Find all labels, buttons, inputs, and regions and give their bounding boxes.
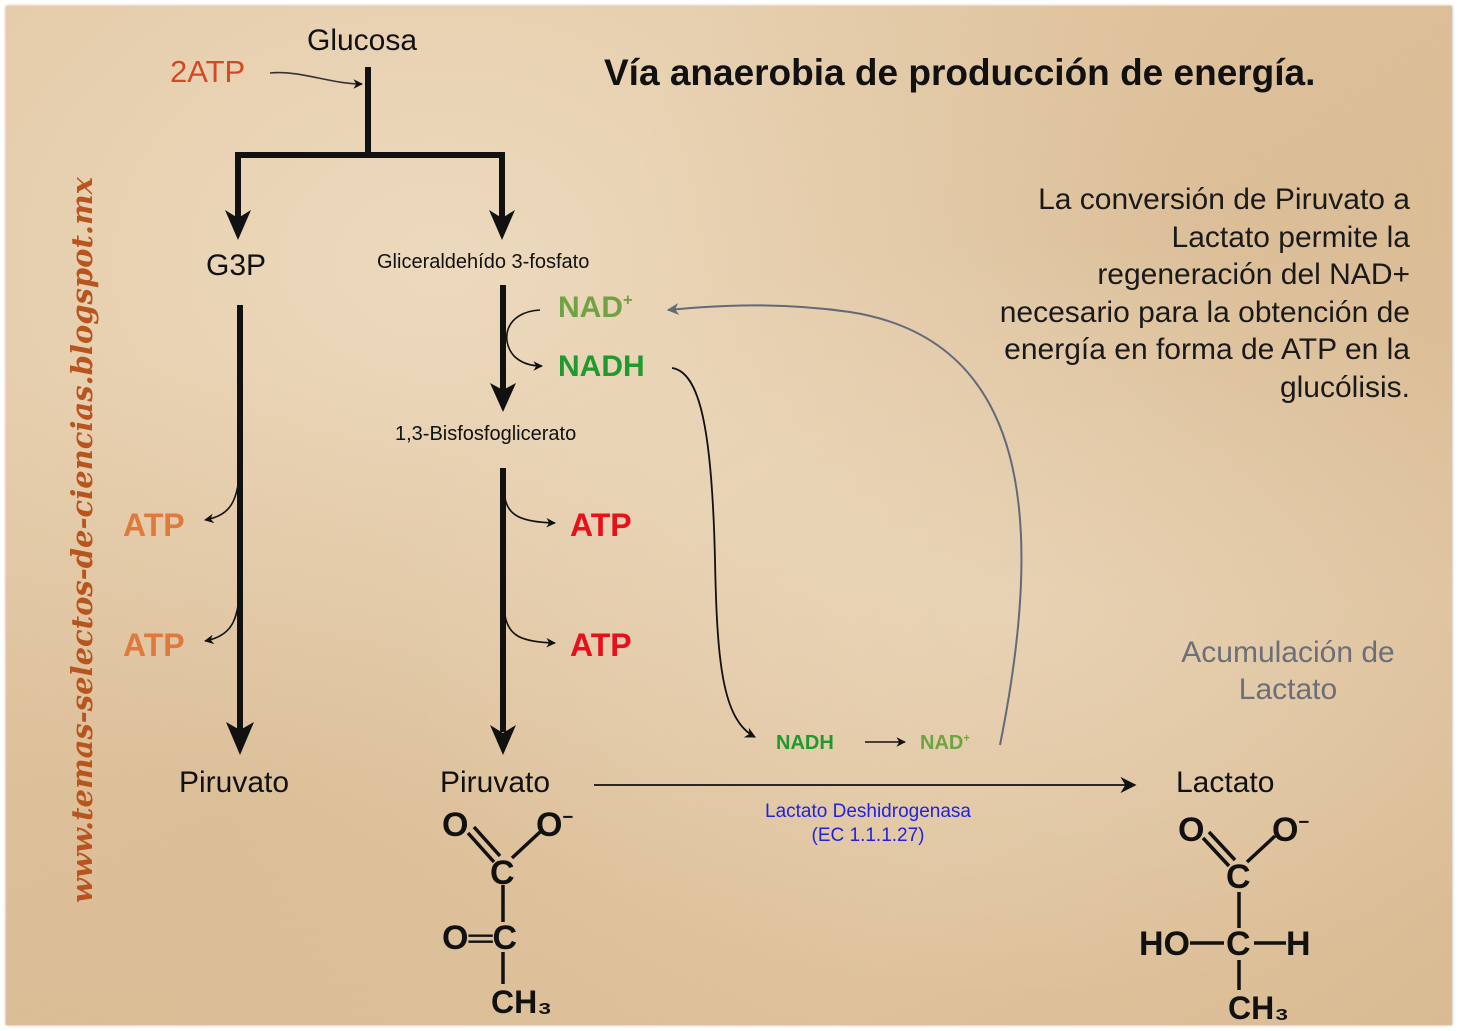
nad-regeneration-curve — [666, 302, 1023, 746]
atp-right-2: ATP — [570, 627, 632, 663]
atp-right-1: ATP — [570, 507, 632, 543]
lactate-accumulation-note: Acumulación de Lactato — [1181, 636, 1395, 706]
right-atp2-branch — [504, 614, 556, 648]
atp-left-1: ATP — [123, 507, 185, 543]
parchment-background — [6, 6, 1452, 1025]
left-atp2-branch — [204, 587, 241, 645]
left-atp1-branch — [204, 464, 241, 524]
lactate-o-double: O — [1178, 811, 1205, 849]
lactate-ch3: CH₃ — [1228, 990, 1290, 1026]
split-right-arrowhead — [489, 210, 515, 240]
lactate-o-minus: O− — [1272, 810, 1310, 849]
right-upper-arrowhead — [490, 383, 516, 412]
bisphosphoglycerate-label: 1,3-Bisfosfoglicerato — [395, 423, 577, 445]
left-main-arrowhead — [226, 722, 254, 755]
atp-left-2: ATP — [123, 627, 185, 663]
lactate-carboxyl-c: C — [1226, 858, 1251, 896]
pyruvate-ch3: CH₃ — [491, 984, 553, 1020]
lactate-bond-ominus — [1245, 834, 1277, 864]
watermark: www.temas-selectos-de-ciencias.blogspot.… — [65, 177, 99, 903]
pyruvate-keto-group: O═C — [442, 919, 518, 957]
pyruvate-carboxyl-c: C — [490, 854, 515, 892]
lactate-alpha-c: C — [1226, 925, 1251, 963]
nad-consume-curve — [506, 309, 543, 371]
nadh-top: NADH — [558, 350, 645, 383]
nad-plus-top: NAD+ — [558, 291, 633, 324]
description-text: La conversión de Piruvato a Lactato perm… — [999, 183, 1410, 404]
lactate-bond-odbl-b — [1207, 830, 1237, 862]
split-left-arrowhead — [225, 210, 251, 240]
g3p-label: G3P — [206, 249, 267, 282]
pyruvate-bond-ominus — [510, 830, 542, 860]
page-title: Vía anaerobia de producción de energía. — [604, 52, 1316, 93]
lactate-label: Lactato — [1176, 766, 1275, 799]
nad-plus-small: NAD+ — [920, 732, 970, 754]
nadh-transfer-curve — [671, 367, 756, 738]
atp-input-label: 2ATP — [170, 54, 246, 89]
pyruvate-bond-odbl-b — [472, 825, 502, 858]
pyruvate-left-label: Piruvato — [179, 766, 290, 799]
enzyme-name: Lactato Deshidrogenasa — [765, 801, 971, 822]
lactate-ho: HO — [1139, 925, 1190, 963]
atp-input-arrow — [269, 71, 363, 89]
nadh-small: NADH — [776, 732, 834, 754]
pyruvate-o-double: O — [442, 806, 469, 844]
lactate-bond-odbl-a — [1201, 836, 1231, 868]
glucose-label: Glucosa — [307, 24, 418, 57]
enzyme-label: Lactato Deshidrogenasa (EC 1.1.1.27) — [738, 800, 998, 848]
pyruvate-right-label: Piruvato — [440, 766, 551, 799]
enzyme-code: (EC 1.1.1.27) — [811, 825, 925, 846]
g3p-full-label: Gliceraldehído 3-fosfato — [377, 251, 590, 273]
pyruvate-bond-odbl-a — [466, 831, 496, 864]
lactate-h: H — [1286, 925, 1311, 963]
right-atp1-branch — [504, 497, 556, 528]
pyruvate-o-minus: O− — [536, 805, 574, 844]
right-lower-arrowhead — [490, 725, 516, 755]
